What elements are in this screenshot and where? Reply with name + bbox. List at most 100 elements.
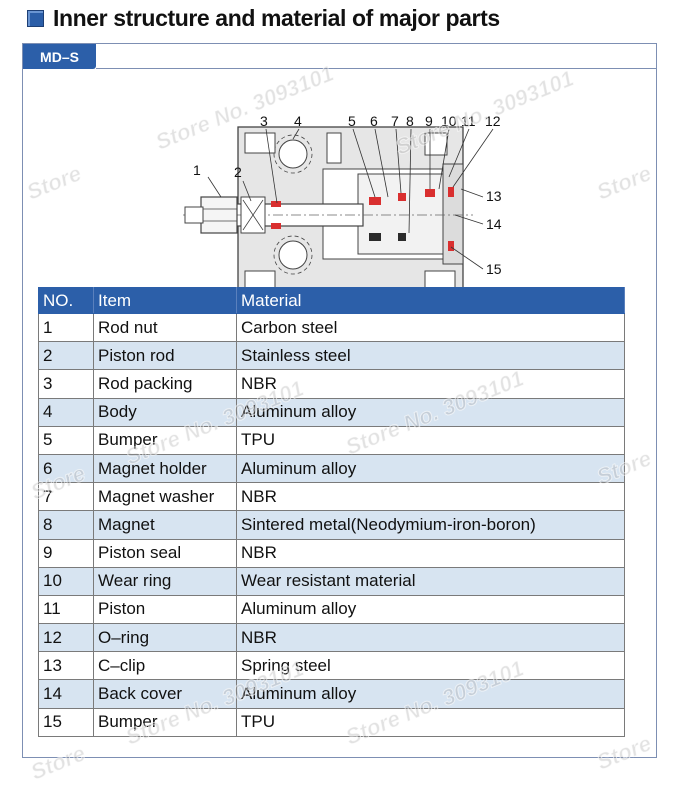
leader-lines	[207, 128, 494, 270]
cell-material: TPU	[236, 425, 625, 455]
cell-no: 4	[38, 397, 94, 427]
tab-divider	[96, 68, 656, 69]
rod-nut	[200, 196, 238, 234]
column-header-no: NO.	[38, 287, 94, 314]
cell-material: Aluminum alloy	[236, 594, 625, 625]
cell-item: Magnet	[93, 510, 237, 540]
screw-top-left	[244, 132, 276, 154]
page-header: Inner structure and material of major pa…	[27, 4, 500, 32]
cell-no: 10	[38, 566, 94, 596]
diagram-label-14: 14	[486, 216, 502, 232]
diagram-label-4: 4	[294, 113, 302, 129]
cell-material: NBR	[236, 623, 625, 653]
cell-material: NBR	[236, 538, 625, 568]
rod-thread	[184, 206, 204, 224]
port	[326, 132, 342, 164]
cell-material: Wear resistant material	[236, 566, 625, 596]
cell-material: TPU	[236, 707, 625, 737]
diagram-label-13: 13	[486, 188, 502, 204]
cell-item: Piston	[93, 594, 237, 625]
o-ring	[448, 187, 454, 197]
cell-no: 5	[38, 425, 94, 455]
piston-seal	[425, 189, 435, 197]
cell-item: Bumper	[93, 425, 237, 455]
cell-item: Magnet washer	[93, 482, 237, 512]
cell-item: C–clip	[93, 651, 237, 681]
cell-material: NBR	[236, 482, 625, 512]
cell-item: O–ring	[93, 623, 237, 653]
cell-item: Bumper	[93, 707, 237, 737]
diagram-label-9: 9	[425, 113, 433, 129]
cell-material: Stainless steel	[236, 341, 625, 371]
cell-material: Sintered metal(Neodymium-iron-boron)	[236, 510, 625, 540]
cell-material: Aluminum alloy	[236, 453, 625, 484]
cell-no: 11	[38, 594, 94, 625]
cell-item: Rod nut	[93, 312, 237, 343]
diagram-label-10: 10	[441, 113, 457, 129]
cell-item: Piston rod	[93, 341, 237, 371]
mount-hole-bottom	[278, 240, 308, 270]
cell-no: 14	[38, 679, 94, 709]
table-header-row: NO. Item Material	[38, 287, 625, 314]
cell-no: 13	[38, 651, 94, 681]
cell-material: Aluminum alloy	[236, 397, 625, 427]
title-bullet-icon	[27, 9, 44, 27]
diagram-label-15: 15	[486, 261, 502, 277]
cell-material: Carbon steel	[236, 312, 625, 343]
page-title: Inner structure and material of major pa…	[53, 4, 500, 31]
cell-item: Piston seal	[93, 538, 237, 568]
diagram-label-3: 3	[260, 113, 268, 129]
cell-material: Aluminum alloy	[236, 679, 625, 709]
column-header-material: Material	[236, 287, 625, 314]
rod-packing-seal	[271, 201, 281, 207]
diagram-label-5: 5	[348, 113, 356, 129]
cell-item: Rod packing	[93, 369, 237, 399]
cell-item: Body	[93, 397, 237, 427]
cell-item: Wear ring	[93, 566, 237, 596]
screw-top-right	[424, 132, 448, 156]
cell-no: 3	[38, 369, 94, 399]
cell-material: Spring steel	[236, 651, 625, 681]
model-tab: MD–S	[23, 44, 96, 69]
cell-material: NBR	[236, 369, 625, 399]
cell-item: Back cover	[93, 679, 237, 709]
cell-no: 12	[38, 623, 94, 653]
bumper-seal	[369, 197, 381, 205]
magnet	[369, 233, 381, 241]
diagram-label-2: 2	[234, 164, 242, 180]
diagram-label-7: 7	[391, 113, 399, 129]
cell-no: 9	[38, 538, 94, 568]
cylinder-cross-section-diagram: 1 2 3 4 5 6 7 8 9 10 11 12 13 14 15	[183, 113, 502, 298]
cell-no: 6	[38, 453, 94, 484]
diagram-label-1: 1	[193, 162, 201, 178]
magnet-washer-seal	[398, 193, 406, 201]
diagram-label-6: 6	[370, 113, 378, 129]
cell-no: 8	[38, 510, 94, 540]
cell-item: Magnet holder	[93, 453, 237, 484]
cell-no: 15	[38, 707, 94, 737]
diagram-label-8: 8	[406, 113, 414, 129]
cell-no: 7	[38, 482, 94, 512]
cell-no: 1	[38, 312, 94, 343]
mount-hole-top	[278, 139, 308, 169]
cell-no: 2	[38, 341, 94, 371]
diagram-label-11: 11	[461, 113, 476, 129]
column-header-item: Item	[93, 287, 237, 314]
diagram-label-12: 12	[485, 113, 501, 129]
